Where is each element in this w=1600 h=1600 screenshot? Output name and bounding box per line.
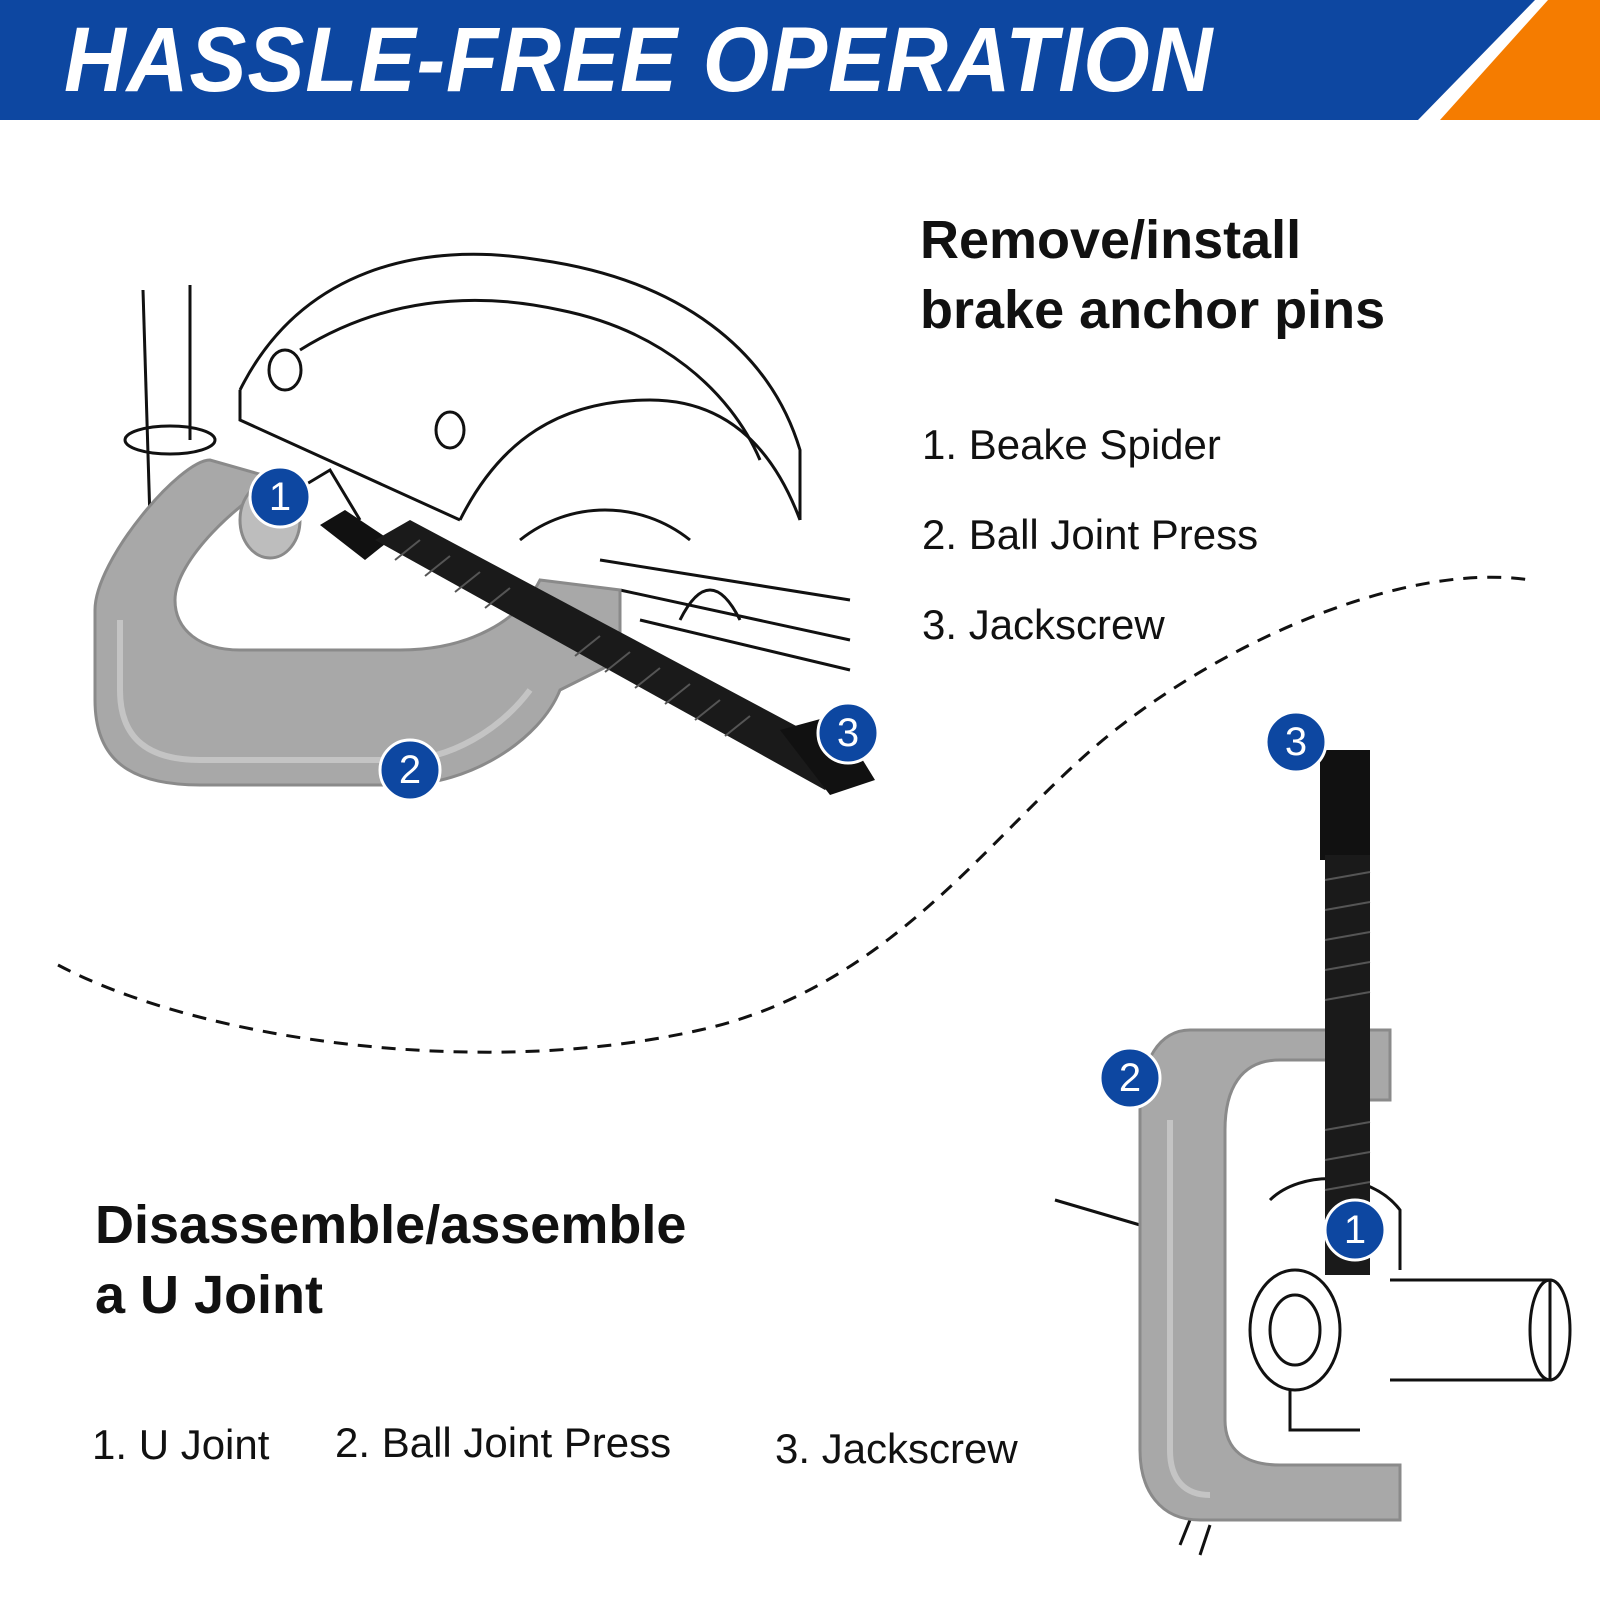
brake-heading-line2: brake anchor pins [920,280,1386,340]
badge-bottom-3: 3 [1264,710,1328,774]
brake-item-3: 3. Jackscrew [922,601,1165,648]
badge-top-1: 1 [248,465,312,529]
ujoint-item-2: 2. Ball Joint Press [335,1419,672,1466]
brake-heading-line1: Remove/install [920,210,1302,270]
banner-orange-accent [1440,0,1600,120]
bottom-jackscrew [1320,750,1371,1275]
badge-bottom-3-label: 3 [1285,720,1307,764]
banner-blue-bar [0,0,1535,120]
badge-top-3: 3 [816,701,880,765]
badge-bottom-1-label: 1 [1344,1208,1366,1252]
ujoint-heading-line2: a U Joint [95,1265,324,1325]
brake-section-heading: Remove/install brake anchor pins [920,205,1385,345]
ujoint-heading-line1: Disassemble/assemble [95,1195,687,1255]
u-joint-sketch [1054,1177,1572,1556]
badge-top-2: 2 [378,738,442,802]
dashed-divider [57,575,1531,1054]
badge-bottom-2-label: 2 [1119,1056,1141,1100]
badge-top-3-label: 3 [837,711,859,755]
badge-bottom-1: 1 [1323,1198,1387,1262]
brake-item-1: 1. Beake Spider [922,421,1221,468]
brake-drum-sketch [123,252,851,672]
badge-top-2-label: 2 [399,748,421,792]
ujoint-section-heading: Disassemble/assemble a U Joint [95,1190,686,1330]
badge-bottom-2: 2 [1098,1046,1162,1110]
badge-top-1-label: 1 [269,475,291,519]
ujoint-item-3: 3. Jackscrew [775,1425,1018,1472]
ujoint-item-1: 1. U Joint [92,1421,270,1468]
header-banner [0,0,1600,120]
banner-title: HASSLE-FREE OPERATION [64,9,1214,111]
brake-item-2: 2. Ball Joint Press [922,511,1259,558]
